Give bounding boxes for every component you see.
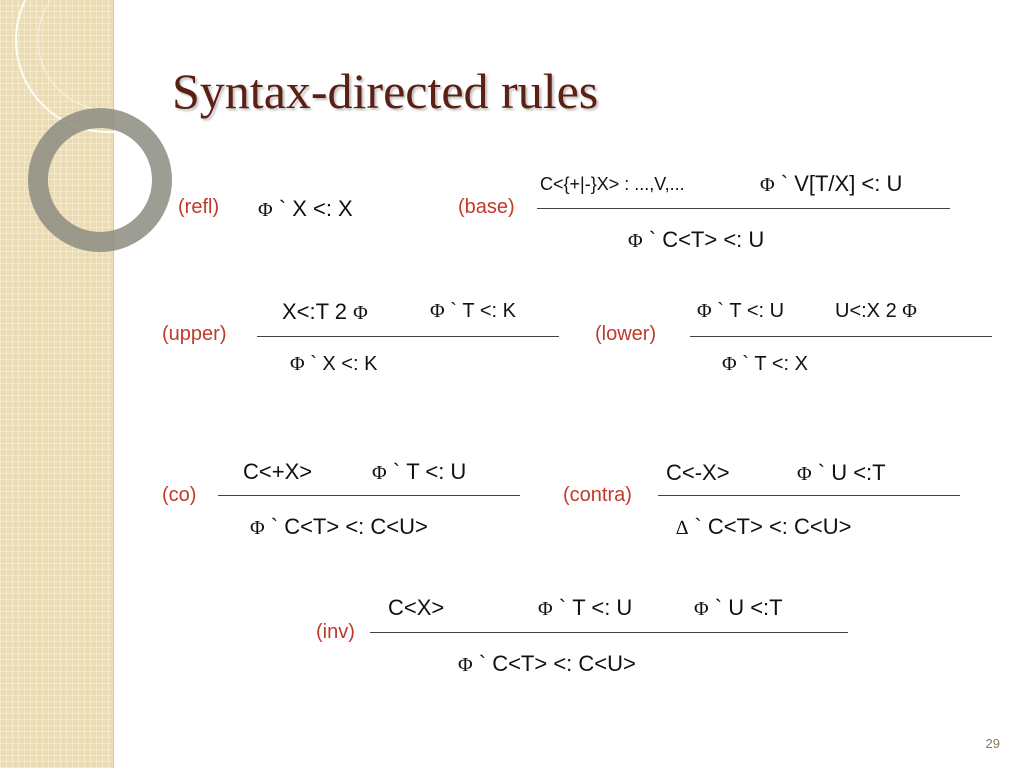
lower-premise-2-text: U<:X 2 xyxy=(835,300,897,322)
co-conclusion-text: ` C<T> <: C<U> xyxy=(270,514,428,539)
phi-symbol: Φ xyxy=(353,302,368,324)
phi-symbol: Φ xyxy=(250,517,265,539)
phi-symbol: Φ xyxy=(760,174,775,196)
inv-premise-1: C<X> xyxy=(388,595,445,620)
lower-premise-1: Φ ` T <: U xyxy=(697,300,784,323)
contra-premise-2-text: ` U <:T xyxy=(817,460,886,485)
co-premise-2: Φ ` T <: U xyxy=(372,459,466,485)
refl-conclusion-text: ` X <: X xyxy=(278,196,353,221)
phi-symbol: Φ xyxy=(694,598,709,620)
upper-premise-2: Φ ` T <: K xyxy=(430,300,516,323)
phi-symbol: Φ xyxy=(902,300,917,322)
rule-label-inv: (inv) xyxy=(316,621,355,643)
phi-symbol: Φ xyxy=(538,598,553,620)
lower-inference-line xyxy=(690,336,992,337)
contra-inference-line xyxy=(658,495,960,496)
upper-conclusion-text: ` X <: K xyxy=(310,353,378,375)
contra-conclusion-text: ` C<T> <: C<U> xyxy=(694,514,852,539)
lower-conclusion: Φ ` T <: X xyxy=(722,353,808,376)
phi-symbol: Φ xyxy=(372,462,387,484)
contra-premise-2: Φ ` U <:T xyxy=(797,460,886,486)
rule-label-contra: (contra) xyxy=(563,484,632,506)
rule-label-co: (co) xyxy=(162,484,197,506)
lower-premise-1-text: ` T <: U xyxy=(717,300,785,322)
rule-label-base: (base) xyxy=(458,196,515,218)
base-conclusion-text: ` C<T> <: U xyxy=(648,227,765,252)
inv-conclusion: Φ ` C<T> <: C<U> xyxy=(458,651,636,677)
upper-premise-1-text: X<:T 2 xyxy=(282,299,348,324)
inv-premise-3-text: ` U <:T xyxy=(714,595,783,620)
phi-symbol: Φ xyxy=(258,199,273,221)
decorative-circles xyxy=(15,0,180,252)
lower-conclusion-text: ` T <: X xyxy=(742,353,808,375)
co-premise-1: C<+X> xyxy=(243,459,313,484)
phi-symbol: Φ xyxy=(797,463,812,485)
phi-symbol: Φ xyxy=(697,300,712,322)
base-premise-1: C<{+|-}X> : ...,V,... xyxy=(540,174,685,194)
co-conclusion: Φ ` C<T> <: C<U> xyxy=(250,514,428,540)
upper-inference-line xyxy=(257,336,559,337)
base-conclusion: Φ ` C<T> <: U xyxy=(628,227,764,253)
refl-conclusion: Φ ` X <: X xyxy=(258,196,353,222)
inv-premise-2: Φ ` T <: U xyxy=(538,595,632,621)
phi-symbol: Φ xyxy=(628,230,643,252)
base-premise-2: Φ ` V[T/X] <: U xyxy=(760,171,902,197)
phi-symbol: Φ xyxy=(430,300,445,322)
co-inference-line xyxy=(218,495,520,496)
inv-premise-3: Φ ` U <:T xyxy=(694,595,783,621)
base-premise-2-text: ` V[T/X] <: U xyxy=(780,171,903,196)
contra-premise-1: C<-X> xyxy=(666,460,730,485)
rule-label-lower: (lower) xyxy=(595,323,657,345)
delta-symbol: ∆ xyxy=(676,517,689,539)
base-inference-line xyxy=(537,208,950,209)
phi-symbol: Φ xyxy=(458,654,473,676)
inv-conclusion-text: ` C<T> <: C<U> xyxy=(478,651,636,676)
inv-premise-2-text: ` T <: U xyxy=(558,595,633,620)
upper-premise-2-text: ` T <: K xyxy=(450,300,516,322)
upper-premise-1: X<:T 2 Φ xyxy=(282,299,368,325)
phi-symbol: Φ xyxy=(722,353,737,375)
rule-label-upper: (upper) xyxy=(162,323,227,345)
lower-premise-2: U<:X 2 Φ xyxy=(835,300,917,323)
page-number: 29 xyxy=(985,736,1000,751)
co-premise-2-text: ` T <: U xyxy=(392,459,467,484)
upper-conclusion: Φ ` X <: K xyxy=(290,353,377,376)
phi-symbol: Φ xyxy=(290,353,305,375)
inv-inference-line xyxy=(370,632,848,633)
contra-conclusion: ∆ ` C<T> <: C<U> xyxy=(676,514,852,540)
rule-label-refl: (refl) xyxy=(178,196,220,218)
slide-title: Syntax-directed rules xyxy=(172,63,599,119)
